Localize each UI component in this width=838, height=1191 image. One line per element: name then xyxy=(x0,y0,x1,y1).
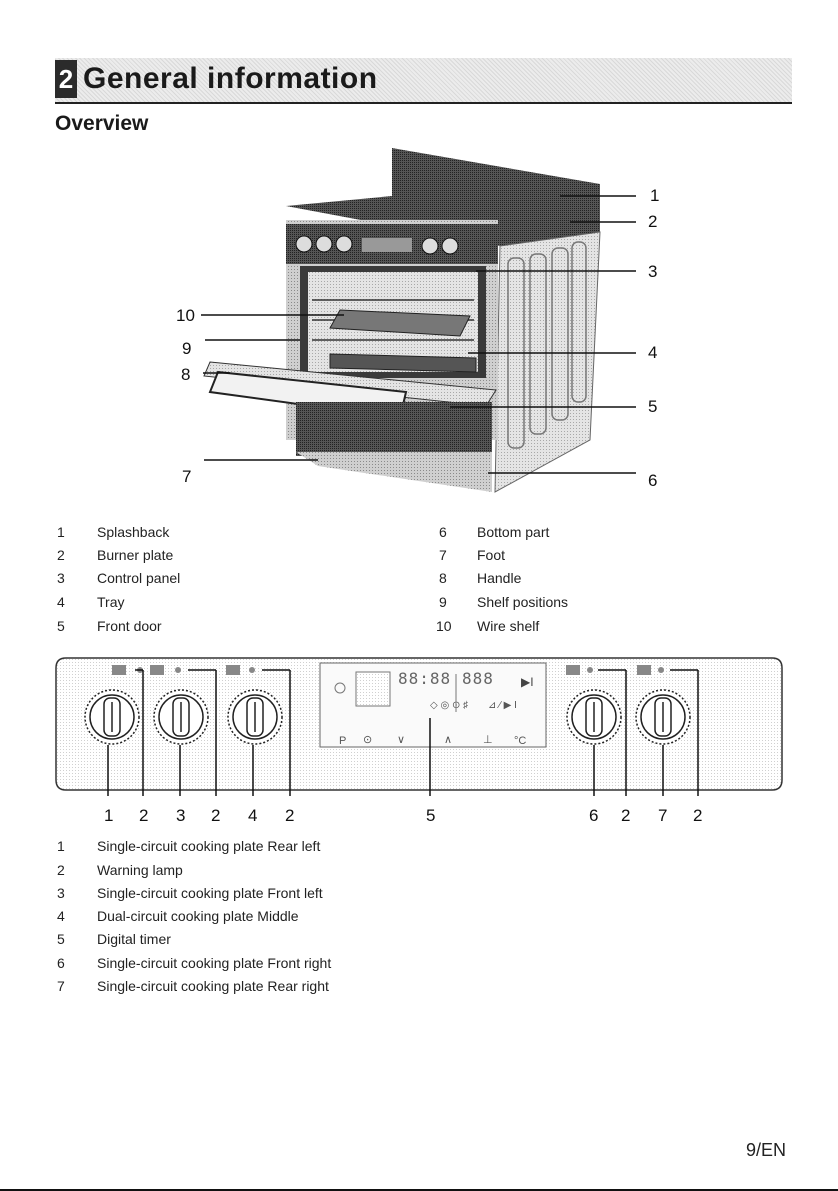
legend-label: Single-circuit cooking plate Rear right xyxy=(97,978,329,994)
legend-label: Burner plate xyxy=(97,547,174,563)
warning-lamp-icon xyxy=(112,665,664,675)
legend-label: Digital timer xyxy=(97,931,171,947)
legend-num: 2 xyxy=(57,547,65,563)
svg-text:▶I: ▶I xyxy=(521,675,534,689)
legend-label: Foot xyxy=(477,547,506,563)
legend-num: 10 xyxy=(436,618,452,634)
legend-num: 5 xyxy=(57,931,65,947)
callout-8: 8 xyxy=(181,365,191,384)
panel-callout-4: 4 xyxy=(248,806,258,825)
legend-label: Warning lamp xyxy=(97,862,183,878)
knob-front-left xyxy=(153,689,209,745)
legend-num: 7 xyxy=(57,978,65,994)
display-clock-icon: ⊙ xyxy=(363,734,373,746)
chapter-title: General information xyxy=(83,62,378,95)
panel-callout-2: 2 xyxy=(211,806,221,825)
display-digits-left: 88:88 xyxy=(398,669,452,688)
knob-rear-right xyxy=(635,689,691,745)
panel-callout-6: 6 xyxy=(589,806,599,825)
display-down-icon: ∨ xyxy=(397,734,406,746)
callout-5: 5 xyxy=(648,397,658,416)
page-number: 9/EN xyxy=(745,1140,786,1160)
knob-rear-left xyxy=(84,689,140,745)
splashback-shape xyxy=(392,148,600,240)
legend-num: 6 xyxy=(439,524,447,540)
bottom-part-shape xyxy=(296,452,492,492)
legend-num: 6 xyxy=(57,955,65,971)
legend-num: 4 xyxy=(57,594,65,610)
legend-num: 2 xyxy=(57,862,65,878)
display-bell-icon: ⊥ xyxy=(483,734,493,746)
legend-num: 9 xyxy=(439,594,447,610)
overview-callout-lines xyxy=(201,195,636,474)
bottom-rule xyxy=(0,1189,838,1191)
display-up-icon: ∧ xyxy=(444,734,453,746)
legend-num: 8 xyxy=(439,570,447,586)
callout-6: 6 xyxy=(648,471,658,490)
legend-label: Tray xyxy=(97,594,125,610)
legend-label: Single-circuit cooking plate Front right xyxy=(97,955,332,971)
panel-callout-2: 2 xyxy=(693,806,703,825)
callout-9: 9 xyxy=(182,339,192,358)
display-prog-label: P xyxy=(339,735,347,747)
legend-num: 3 xyxy=(57,570,65,586)
legend-label: Shelf positions xyxy=(477,594,569,610)
panel-callout-2: 2 xyxy=(621,806,631,825)
panel-callout-2: 2 xyxy=(139,806,149,825)
display-digits-right: 888 xyxy=(462,669,494,688)
chapter-number: 2 xyxy=(55,60,77,98)
legend-num: 1 xyxy=(57,838,65,854)
legend-label: Bottom part xyxy=(477,524,550,540)
callout-3: 3 xyxy=(648,262,658,281)
knob-front-right xyxy=(566,689,622,745)
legend-num: 5 xyxy=(57,618,65,634)
panel-callout-2: 2 xyxy=(285,806,295,825)
knob-middle xyxy=(227,689,283,745)
legend-label: Handle xyxy=(477,570,522,586)
legend-label: Single-circuit cooking plate Rear left xyxy=(97,838,321,854)
callout-4: 4 xyxy=(648,343,658,362)
section-title: Overview xyxy=(55,112,149,135)
callout-1: 1 xyxy=(650,186,660,205)
legend-num: 1 xyxy=(57,524,65,540)
legend-num: 4 xyxy=(57,908,65,924)
legend-label: Splashback xyxy=(97,524,170,540)
callout-10: 10 xyxy=(176,306,195,325)
legend-label: Dual-circuit cooking plate Middle xyxy=(97,908,299,924)
legend-label: Control panel xyxy=(97,570,181,586)
panel-callout-5: 5 xyxy=(426,806,436,825)
display-unit: °C xyxy=(514,735,527,747)
panel-callout-1: 1 xyxy=(104,806,114,825)
panel-callout-3: 3 xyxy=(176,806,186,825)
chapter-header: 2 General information xyxy=(55,58,792,104)
legend-label: Front door xyxy=(97,618,162,634)
svg-text:◇ ◎ ⊙ ♯: ◇ ◎ ⊙ ♯ xyxy=(430,700,468,711)
svg-text:⊿ ∕ ▶ I: ⊿ ∕ ▶ I xyxy=(488,700,517,711)
legend-num: 3 xyxy=(57,885,65,901)
legend-label: Single-circuit cooking plate Front left xyxy=(97,885,323,901)
legend-label: Wire shelf xyxy=(477,618,540,634)
control-panel-illustration: ▶I ◇ ◎ ⊙ ♯ ⊿ ∕ ▶ I xyxy=(55,657,783,796)
callout-7: 7 xyxy=(182,467,192,486)
legend-num: 7 xyxy=(439,547,447,563)
oven-illustration xyxy=(203,148,601,493)
panel-callout-7: 7 xyxy=(658,806,668,825)
callout-2: 2 xyxy=(648,212,658,231)
